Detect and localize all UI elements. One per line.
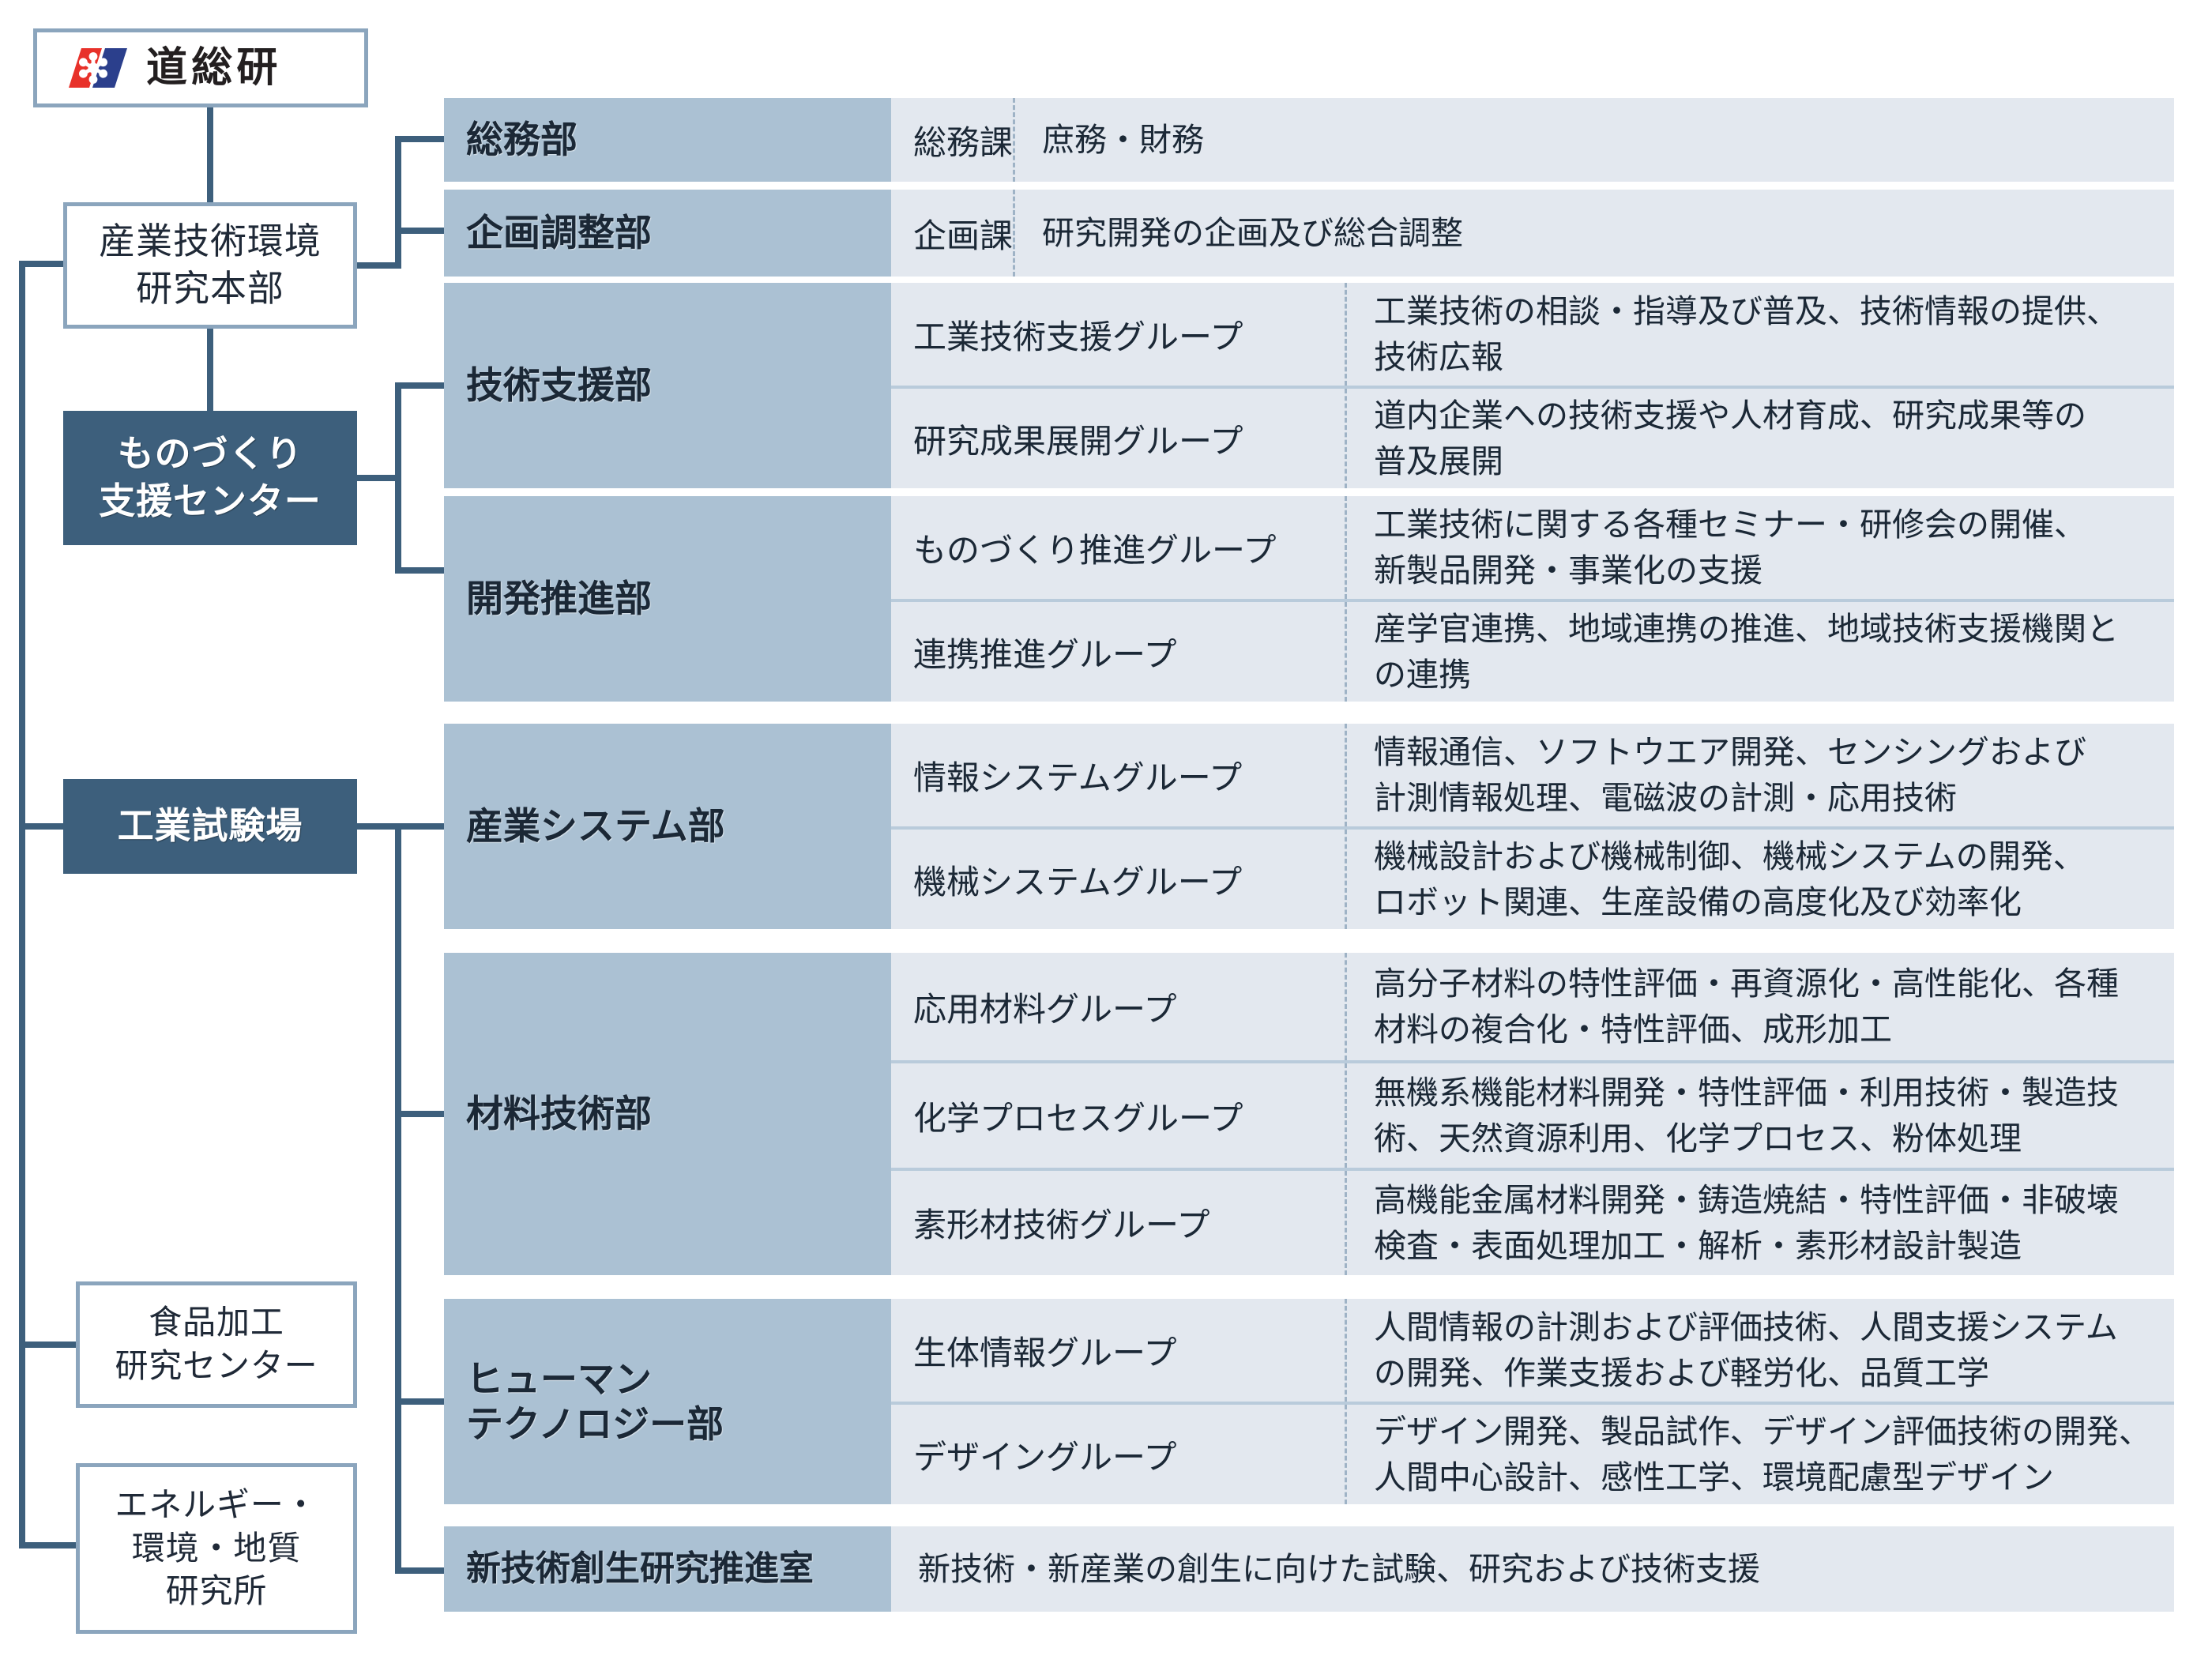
table-row[interactable]: 新技術創生研究推進室 新技術・新産業の創生に向けた試験、研究および技術支援 bbox=[444, 1526, 2174, 1612]
connector-honbu-to-kikaku bbox=[395, 228, 444, 234]
connector-mono-out bbox=[357, 475, 401, 481]
group-name-cell: 機械システムグループ bbox=[913, 863, 1243, 901]
group-subrow: デザイングループ デザイン開発、製品試作、デザイン評価技術の開発、 人間中心設計… bbox=[891, 1402, 2174, 1504]
group-name-cell: 化学プロセスグループ bbox=[913, 1099, 1243, 1137]
table-row[interactable]: 企画調整部 企画課 研究開発の企画及び総合調整 bbox=[444, 190, 2174, 277]
left-node-monodukuri-center[interactable]: ものづくり 支援センター bbox=[63, 411, 357, 545]
root-logo-box[interactable]: 道総研 bbox=[33, 28, 368, 107]
group-name-cell: 総務課 bbox=[913, 123, 1014, 161]
connector-kougyou-to-human bbox=[395, 1398, 444, 1405]
dosoken-snowflake-logo-icon bbox=[69, 48, 127, 88]
connector-mono-to-gijutsu bbox=[395, 382, 444, 389]
group-desc-cell: 庶務・財務 bbox=[1013, 98, 2174, 182]
left-node-monodukuri-label: ものづくり 支援センター bbox=[99, 433, 322, 521]
group-subrow: ものづくり推進グループ 工業技術に関する各種セミナー・研修会の開催、 新製品開発… bbox=[891, 496, 2174, 599]
connector-honbu-to-mono bbox=[207, 329, 213, 411]
group-subrow: 生体情報グループ 人間情報の計測および評価技術、人間支援システム の開発、作業支… bbox=[891, 1299, 2174, 1402]
table-row[interactable]: 技術支援部 工業技術支援グループ 工業技術の相談・指導及び普及、技術情報の提供、… bbox=[444, 283, 2174, 488]
group-desc-cell: 無機系機能材料開発・特性評価・利用技術・製造技 術、天然資源利用、化学プロセス、… bbox=[1345, 1063, 2174, 1168]
connector-kougyou-to-sangyo bbox=[395, 823, 444, 830]
group-subrow: 応用材料グループ 高分子材料の特性評価・再資源化・高性能化、各種 材料の複合化・… bbox=[891, 953, 2174, 1061]
group-desc-cell: 工業技術の相談・指導及び普及、技術情報の提供、 技術広報 bbox=[1345, 283, 2174, 386]
table-row[interactable]: 産業システム部 情報システムグループ 情報通信、ソフトウエア開発、センシングおよ… bbox=[444, 724, 2174, 929]
group-subrow: 工業技術支援グループ 工業技術の相談・指導及び普及、技術情報の提供、 技術広報 bbox=[891, 283, 2174, 386]
group-desc-cell: 工業技術に関する各種セミナー・研修会の開催、 新製品開発・事業化の支援 bbox=[1345, 496, 2174, 599]
group-desc-cell: 情報通信、ソフトウエア開発、センシングおよび 計測情報処理、電磁波の計測・応用技… bbox=[1345, 724, 2174, 826]
group-subrow: 研究成果展開グループ 道内企業への技術支援や人材育成、研究成果等の 普及展開 bbox=[891, 386, 2174, 488]
dept-detail-cell: ものづくり推進グループ 工業技術に関する各種セミナー・研修会の開催、 新製品開発… bbox=[891, 496, 2174, 702]
group-name-cell: 応用材料グループ bbox=[913, 990, 1177, 1028]
connector-spine-to-shokuhin bbox=[19, 1342, 79, 1348]
group-subrow: 機械システムグループ 機械設計および機械制御、機械システムの開発、 ロボット関連… bbox=[891, 826, 2174, 929]
table-row[interactable]: 材料技術部 応用材料グループ 高分子材料の特性評価・再資源化・高性能化、各種 材… bbox=[444, 953, 2174, 1275]
connector-honbu-to-soumu bbox=[395, 136, 444, 142]
left-node-shokuhin-label: 食品加工 研究センター bbox=[115, 1304, 318, 1384]
group-desc-cell: 道内企業への技術支援や人材育成、研究成果等の 普及展開 bbox=[1345, 389, 2174, 488]
connector-spine-to-energy bbox=[19, 1542, 79, 1548]
group-name-cell: 素形材技術グループ bbox=[913, 1206, 1210, 1244]
dept-name-cell: 技術支援部 bbox=[444, 283, 891, 488]
group-desc-cell: デザイン開発、製品試作、デザイン評価技術の開発、 人間中心設計、感性工学、環境配… bbox=[1345, 1405, 2174, 1504]
dept-detail-cell: 総務課 庶務・財務 bbox=[891, 98, 2174, 182]
connector-root-to-honbu bbox=[207, 107, 213, 202]
group-name-cell: 情報システムグループ bbox=[913, 758, 1243, 796]
dept-name-cell: 企画調整部 bbox=[444, 190, 891, 277]
group-name-cell: 企画課 bbox=[913, 216, 1014, 254]
connector-mono-to-kaihatsu bbox=[395, 567, 444, 574]
group-name-cell: 連携推進グループ bbox=[913, 635, 1177, 673]
root-title-label: 道総研 bbox=[146, 45, 282, 91]
connector-spine-left bbox=[19, 261, 25, 1548]
dept-name-cell: 新技術創生研究推進室 bbox=[444, 1526, 891, 1612]
connector-kougyou-to-shingijutsu bbox=[395, 1567, 444, 1574]
connector-kougyou-out bbox=[357, 823, 401, 830]
dept-detail-cell: 新技術・新産業の創生に向けた試験、研究および技術支援 bbox=[891, 1526, 2174, 1612]
connector-spine-to-kougyou bbox=[19, 823, 66, 830]
left-node-honbu[interactable]: 産業技術環境 研究本部 bbox=[63, 202, 357, 329]
table-row[interactable]: ヒューマン テクノロジー部 生体情報グループ 人間情報の計測および評価技術、人間… bbox=[444, 1299, 2174, 1504]
dept-name-cell: ヒューマン テクノロジー部 bbox=[444, 1299, 891, 1504]
group-name-cell: デザイングループ bbox=[913, 1438, 1177, 1476]
group-desc-cell: 新技術・新産業の創生に向けた試験、研究および技術支援 bbox=[918, 1550, 1760, 1587]
left-node-energy-institute[interactable]: エネルギー・ 環境・地質 研究所 bbox=[76, 1463, 357, 1634]
group-subrow: 素形材技術グループ 高機能金属材料開発・鋳造焼結・特性評価・非破壊 検査・表面処… bbox=[891, 1168, 2174, 1275]
left-node-kogyo-label: 工業試験場 bbox=[117, 805, 303, 847]
connector-honbu-bracket bbox=[395, 136, 401, 269]
group-desc-cell: 機械設計および機械制御、機械システムの開発、 ロボット関連、生産設備の高度化及び… bbox=[1345, 830, 2174, 929]
left-node-kogyo-shikenjo[interactable]: 工業試験場 bbox=[63, 779, 357, 874]
dept-name-cell: 総務部 bbox=[444, 98, 891, 182]
group-name-cell: ものづくり推進グループ bbox=[913, 531, 1277, 569]
department-table: 総務部 総務課 庶務・財務 企画調整部 企画課 研究開発の企画及び総合調整 技術… bbox=[444, 0, 2174, 1667]
group-subrow: 連携推進グループ 産学官連携、地域連携の推進、地域技術支援機関と の連携 bbox=[891, 599, 2174, 702]
left-node-energy-label: エネルギー・ 環境・地質 研究所 bbox=[115, 1486, 318, 1610]
group-subrow: 化学プロセスグループ 無機系機能材料開発・特性評価・利用技術・製造技 術、天然資… bbox=[891, 1060, 2174, 1168]
connector-kougyou-to-zairyo bbox=[395, 1111, 444, 1117]
group-subrow: 情報システムグループ 情報通信、ソフトウエア開発、センシングおよび 計測情報処理… bbox=[891, 724, 2174, 826]
table-row[interactable]: 開発推進部 ものづくり推進グループ 工業技術に関する各種セミナー・研修会の開催、… bbox=[444, 496, 2174, 702]
group-name-cell: 工業技術支援グループ bbox=[913, 318, 1243, 356]
group-desc-cell: 人間情報の計測および評価技術、人間支援システム の開発、作業支援および軽労化、品… bbox=[1345, 1299, 2174, 1402]
group-desc-cell: 研究開発の企画及び総合調整 bbox=[1013, 190, 2174, 277]
group-name-cell: 研究成果展開グループ bbox=[913, 422, 1243, 460]
dept-detail-cell: 企画課 研究開発の企画及び総合調整 bbox=[891, 190, 2174, 277]
connector-honbu-out bbox=[357, 262, 401, 269]
dept-detail-cell: 生体情報グループ 人間情報の計測および評価技術、人間支援システム の開発、作業支… bbox=[891, 1299, 2174, 1504]
connector-kougyou-bracket bbox=[395, 823, 401, 1574]
group-desc-cell: 高分子材料の特性評価・再資源化・高性能化、各種 材料の複合化・特性評価、成形加工 bbox=[1345, 953, 2174, 1061]
group-name-cell: 生体情報グループ bbox=[913, 1334, 1177, 1372]
connector-spine-to-honbu bbox=[19, 261, 66, 267]
dept-detail-cell: 応用材料グループ 高分子材料の特性評価・再資源化・高性能化、各種 材料の複合化・… bbox=[891, 953, 2174, 1275]
group-desc-cell: 高機能金属材料開発・鋳造焼結・特性評価・非破壊 検査・表面処理加工・解析・素形材… bbox=[1345, 1171, 2174, 1275]
dept-name-cell: 材料技術部 bbox=[444, 953, 891, 1275]
dept-detail-cell: 情報システムグループ 情報通信、ソフトウエア開発、センシングおよび 計測情報処理… bbox=[891, 724, 2174, 929]
group-desc-cell: 産学官連携、地域連携の推進、地域技術支援機関と の連携 bbox=[1345, 602, 2174, 702]
dept-name-cell: 産業システム部 bbox=[444, 724, 891, 929]
dept-name-cell: 開発推進部 bbox=[444, 496, 891, 702]
left-node-shokuhin-center[interactable]: 食品加工 研究センター bbox=[76, 1281, 357, 1408]
left-node-honbu-label: 産業技術環境 研究本部 bbox=[99, 220, 322, 309]
connector-mono-bracket bbox=[395, 382, 401, 574]
dept-detail-cell: 工業技術支援グループ 工業技術の相談・指導及び普及、技術情報の提供、 技術広報 … bbox=[891, 283, 2174, 488]
table-row[interactable]: 総務部 総務課 庶務・財務 bbox=[444, 98, 2174, 182]
